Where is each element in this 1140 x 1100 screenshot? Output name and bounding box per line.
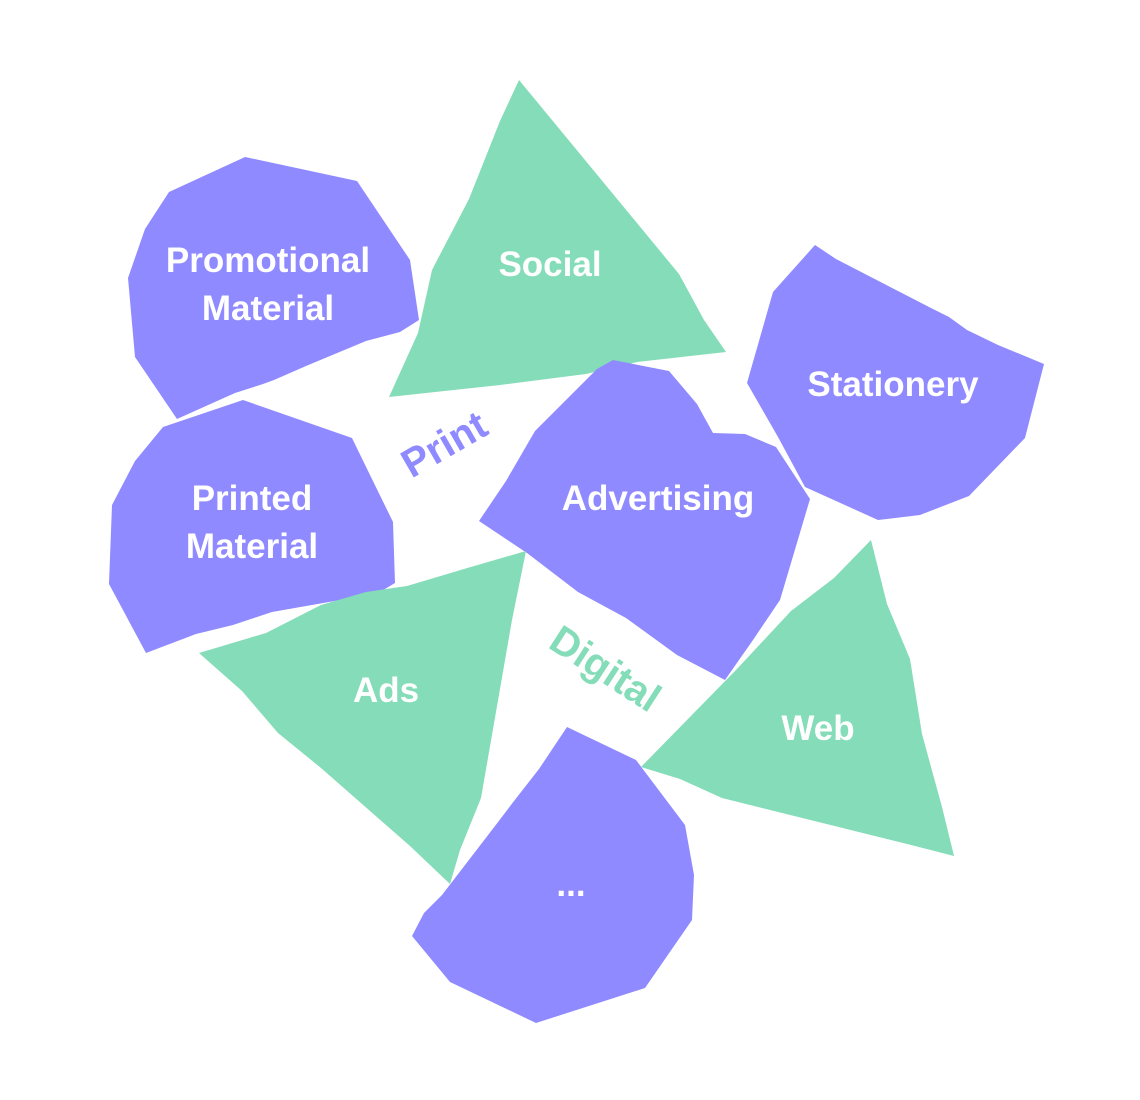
social-polygon	[389, 80, 726, 397]
print-category-label: Print	[394, 403, 495, 487]
promotional-material-label-line1: Promotional	[166, 241, 370, 280]
advertising-polygon	[479, 360, 810, 680]
social-label: Social	[498, 245, 601, 284]
stationery-polygon	[747, 245, 1044, 520]
promotional-material-polygon	[128, 157, 419, 419]
advertising-label: Advertising	[562, 479, 755, 518]
more-label: ...	[556, 865, 585, 904]
printed-material-label-line2: Material	[186, 527, 318, 566]
ads-label: Ads	[353, 671, 419, 710]
web-polygon	[641, 540, 954, 856]
ads-polygon	[199, 551, 526, 884]
more-polygon	[412, 727, 694, 1023]
promotional-material-label-line2: Material	[202, 289, 334, 328]
web-shape: Web	[641, 540, 954, 856]
stationery-shape: Stationery	[747, 245, 1044, 520]
promotional-material-shape: Promotional Material	[128, 157, 419, 419]
ads-shape: Ads	[199, 551, 526, 884]
printed-material-shape: Printed Material	[109, 400, 395, 653]
printed-material-polygon	[109, 400, 395, 653]
social-shape: Social	[389, 80, 726, 397]
more-shape: ...	[412, 727, 694, 1023]
stationery-label: Stationery	[807, 365, 979, 404]
printed-material-label-line1: Printed	[192, 479, 313, 518]
advertising-shape: Advertising	[479, 360, 810, 680]
web-label: Web	[781, 709, 854, 748]
